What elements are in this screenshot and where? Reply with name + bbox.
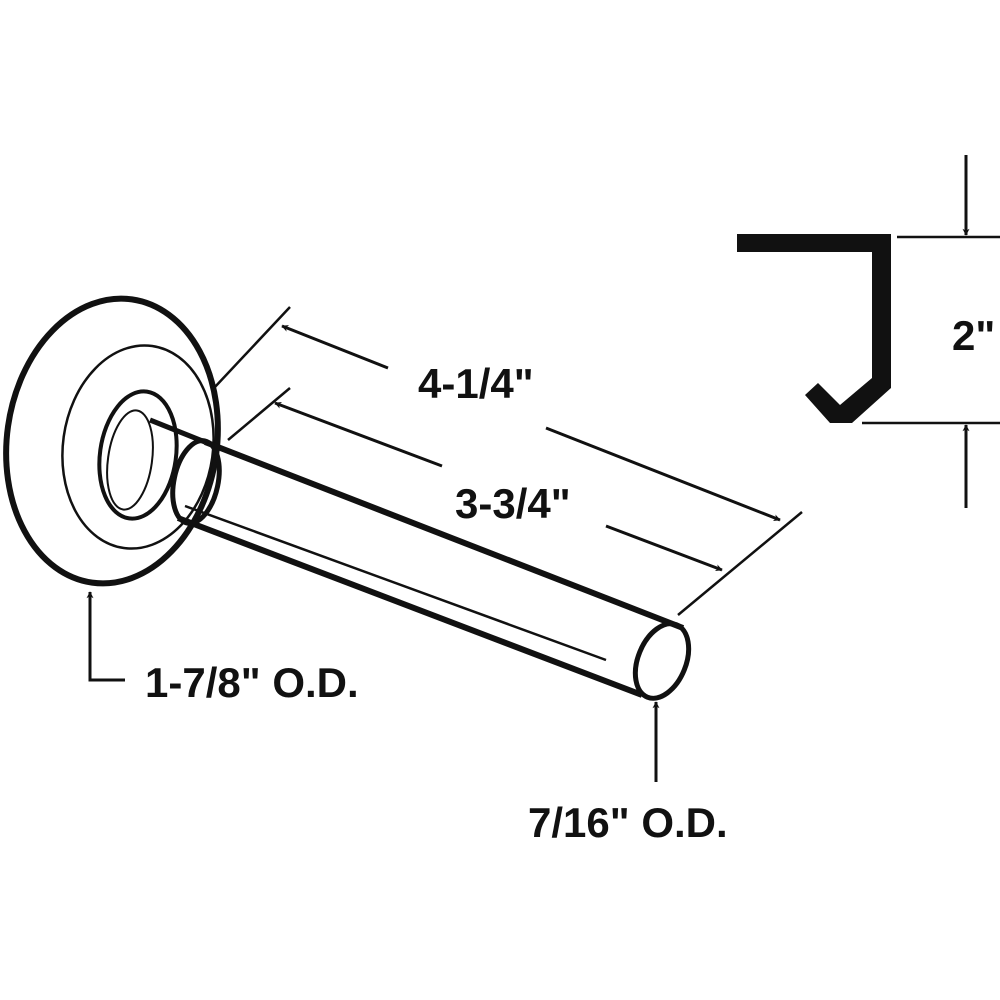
dimension-overall-length: 4-1/4" [213,306,803,616]
label-shaft-diameter: 7/16" O.D. [528,799,728,846]
dimension-shaft-length: 3-3/4" [227,387,723,572]
label-track-height: 2" [952,312,995,359]
roller-shaft [149,417,692,701]
label-wheel-diameter: 1-7/8" O.D. [145,659,359,706]
callout-wheel-diameter: 1-7/8" O.D. [86,591,359,706]
label-shaft-length: 3-3/4" [455,480,571,527]
callout-shaft-diameter: 7/16" O.D. [528,701,728,846]
track-profile: 2" [737,155,1000,508]
label-overall-length: 4-1/4" [418,360,534,407]
